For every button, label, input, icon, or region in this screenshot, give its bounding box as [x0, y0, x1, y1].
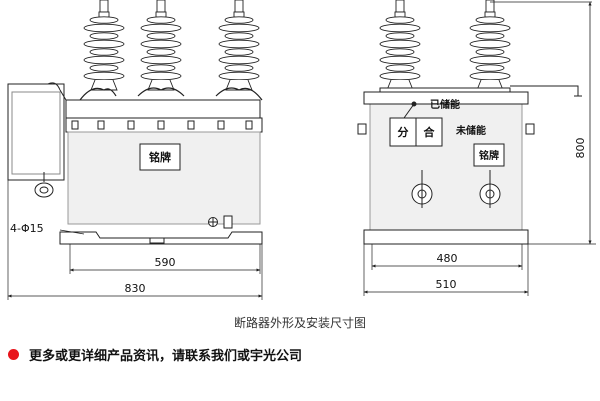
close-label: 合	[424, 125, 436, 139]
side-dim-height: 800	[574, 138, 587, 159]
contact-line: 更多或更详细产品资讯，请联系我们或宇光公司	[8, 345, 303, 364]
side-view	[357, 0, 596, 296]
red-bullet-icon	[8, 348, 19, 360]
front-nameplate-label: 铭牌	[149, 150, 171, 164]
hole-callout-label: 4-Φ15	[10, 222, 44, 235]
front-dim-overall-width: 830	[125, 282, 146, 295]
contact-text: 更多或更详细产品资讯，请联系我们或宇光公司	[29, 348, 303, 364]
side-nameplate-label: 铭牌	[479, 149, 499, 162]
side-dim-inner-width: 480	[437, 252, 458, 265]
front-dim-inner-width: 590	[155, 256, 176, 269]
circuit-breaker-dimension-drawing: 铭牌 4-Φ15 590 830	[7, 0, 596, 300]
not-charged-indicator-label: 未储能	[455, 124, 486, 137]
charged-indicator-label: 已储能	[430, 98, 460, 111]
side-dim-overall-width: 510	[436, 278, 457, 291]
open-label: 分	[398, 125, 409, 139]
drawing-caption: 断路器外形及安装尺寸图	[233, 316, 366, 330]
front-view	[7, 0, 263, 300]
